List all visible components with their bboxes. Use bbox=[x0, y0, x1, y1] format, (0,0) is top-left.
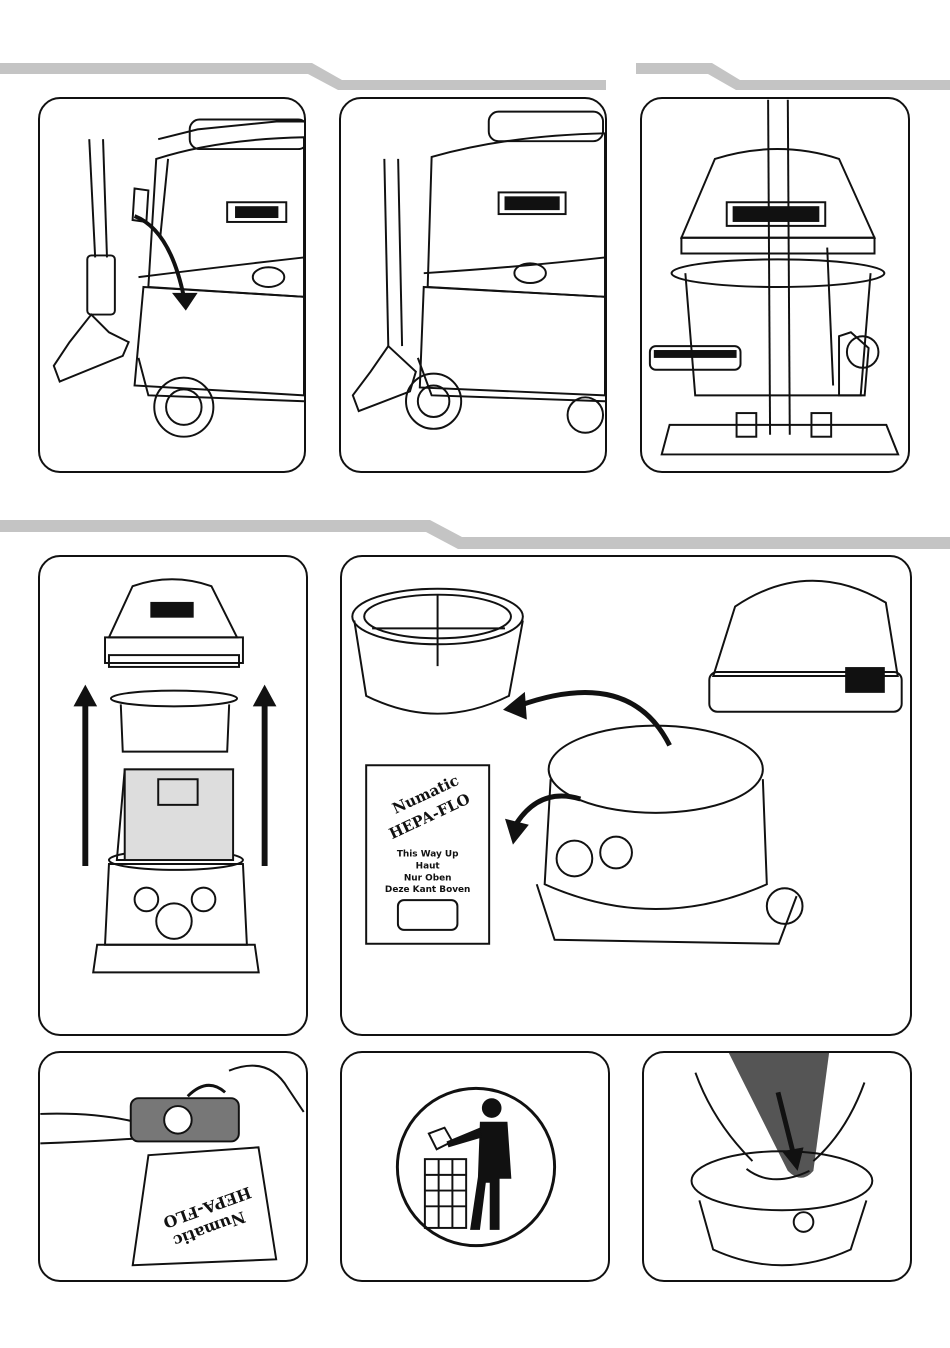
container-drum bbox=[549, 726, 763, 813]
tidy-man-icon bbox=[342, 1053, 608, 1280]
seal-bag-illustration: HEPA-FLO Numatic bbox=[40, 1053, 306, 1280]
bag-card-line-1: This Way Up bbox=[397, 849, 459, 859]
step-panel-seal-bag: HEPA-FLO Numatic bbox=[38, 1051, 308, 1282]
section-band-top-right bbox=[636, 63, 950, 90]
components-illustration: Numatic HEPA-FLO This Way Up Haut Nur Ob… bbox=[342, 557, 910, 1034]
section-band-top-left bbox=[0, 63, 606, 90]
step-panel-components: Numatic HEPA-FLO This Way Up Haut Nur Ob… bbox=[340, 555, 912, 1036]
section-band-middle bbox=[0, 520, 950, 549]
bag-card-line-3: Nur Oben bbox=[404, 873, 452, 883]
vacuum-front-tools-illustration bbox=[642, 99, 908, 471]
step-panel-park-wand bbox=[38, 97, 306, 473]
step-panel-remove-head bbox=[38, 555, 308, 1036]
step-panel-wand-parked bbox=[339, 97, 607, 473]
insert-bag-illustration bbox=[644, 1053, 910, 1280]
step-panel-tools-stored bbox=[640, 97, 910, 473]
curved-arrow-icon-filter bbox=[519, 693, 670, 746]
curved-arrow-icon bbox=[135, 216, 184, 297]
machine-head bbox=[713, 581, 897, 676]
exploded-vacuum-illustration bbox=[40, 557, 306, 1034]
step-panel-dispose bbox=[340, 1051, 610, 1282]
down-arrow-icon bbox=[172, 293, 198, 311]
vacuum-parked-illustration bbox=[341, 99, 605, 471]
bag-card-line-4: Deze Kant Boven bbox=[385, 885, 470, 895]
step-panel-insert-bag bbox=[642, 1051, 912, 1282]
curved-arrow-icon bbox=[188, 1085, 225, 1096]
vacuum-park-illustration bbox=[40, 99, 304, 471]
bag-card-line-2: Haut bbox=[416, 861, 441, 871]
